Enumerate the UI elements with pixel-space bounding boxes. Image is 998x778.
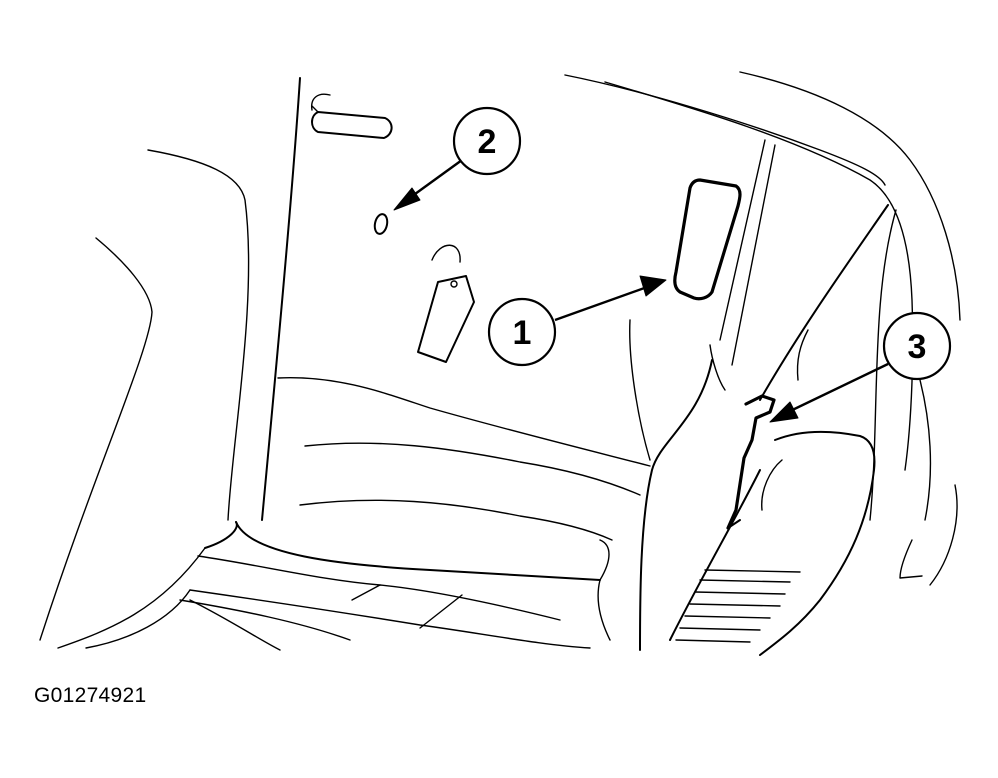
callout-3-label: 3 xyxy=(908,328,927,366)
callout-1: 1 xyxy=(487,275,667,367)
floor-area xyxy=(57,521,591,651)
callout-1-label: 1 xyxy=(513,314,532,352)
pillar-trim xyxy=(629,319,809,651)
small-grommet xyxy=(373,213,389,235)
rectangular-pad xyxy=(673,178,742,301)
center-pillar xyxy=(261,77,393,521)
trim-clip xyxy=(726,394,776,530)
callout-2-label: 2 xyxy=(478,123,497,161)
seat-back-left xyxy=(39,149,250,641)
callout-2: 2 xyxy=(393,106,522,211)
callout-2-circle xyxy=(452,106,522,176)
carpet-folds xyxy=(235,377,651,641)
front-seat-side xyxy=(669,430,876,656)
figure-id-label: G01274921 xyxy=(34,684,147,707)
callout-3: 3 xyxy=(769,311,952,423)
door-frame xyxy=(564,71,961,586)
hanging-tag xyxy=(417,244,475,363)
callout-1-circle xyxy=(487,297,557,367)
callout-3-circle xyxy=(882,311,952,381)
